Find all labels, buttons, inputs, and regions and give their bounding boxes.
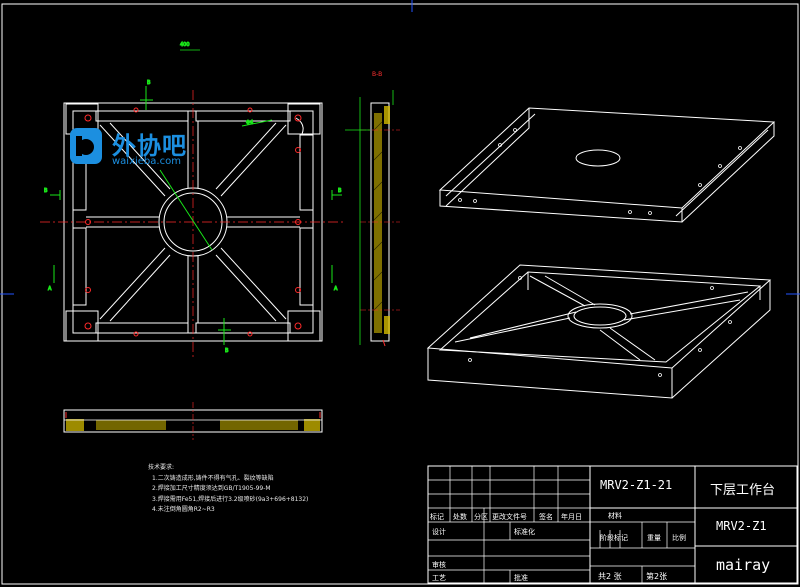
svg-text:B: B (147, 80, 151, 86)
wxb-logo-icon (70, 128, 102, 164)
centering-marks (0, 0, 800, 295)
process-label: 工艺 (432, 574, 446, 582)
notes-title: 技术要求: (148, 464, 175, 471)
svg-text:A: A (334, 286, 338, 292)
svg-text:400: 400 (180, 42, 190, 48)
note-item: 2.焊接加工尺寸精度须达到GB/T1905-99-M (152, 485, 271, 492)
sheet-number: 第2张 (646, 572, 668, 581)
svg-text:A: A (48, 286, 52, 292)
header-mark: 标记 (430, 513, 444, 521)
technical-notes: 技术要求: 1.二次铸造成形,铸件不得有气孔、裂纹等缺陷 2.焊接加工尺寸精度须… (148, 463, 309, 516)
logo-text: 外协吧 (112, 132, 187, 160)
drawing-frame (1, 3, 799, 585)
part-name: 下层工作台 (710, 483, 776, 498)
stage-label: 阶段标记 (600, 534, 628, 542)
svg-text:B: B (44, 188, 48, 194)
approve-label: 批准 (514, 574, 528, 582)
design-label: 设计 (432, 528, 446, 536)
title-block-frame (427, 465, 798, 584)
material-label: 材料 (608, 512, 622, 520)
logo-url: waixieba.com (112, 156, 181, 167)
isometric-view-top (438, 107, 776, 223)
header-count: 处数 (453, 513, 467, 521)
isometric-view-bottom (426, 264, 772, 399)
review-label: 审核 (432, 561, 446, 569)
section-label: B-B (372, 71, 382, 78)
top-view: B B A A B B 400 Φ4 (40, 42, 345, 360)
header-date: 年月日 (561, 513, 582, 521)
header-signature: 签名 (539, 513, 553, 521)
svg-text:B: B (338, 188, 342, 194)
note-item: 1.二次铸造成形,铸件不得有气孔、裂纹等缺陷 (152, 474, 274, 482)
watermark-logo: 外协吧 waixieba.com (68, 126, 218, 170)
company-name: mairay (716, 556, 771, 574)
header-zone: 分区 (474, 513, 488, 521)
standardization-label: 标准化 (514, 528, 535, 536)
header-change-doc: 更改文件号 (492, 513, 527, 521)
total-sheets: 共2 张 (598, 572, 622, 581)
section-view-bb: B-B (345, 71, 400, 347)
weight-label: 重量 (647, 534, 661, 542)
assembly-number: MRV2-Z1 (716, 519, 767, 533)
note-item: 4.未注倒角圆角R2~R3 (152, 506, 215, 513)
svg-text:Φ4: Φ4 (246, 120, 253, 126)
svg-text:B: B (225, 348, 229, 354)
note-item: 3.焊接需用Fe51,焊接后进行3.2级喷砂(9a3+696+8132) (152, 495, 309, 503)
section-view-bottom (63, 402, 323, 440)
scale-label: 比例 (672, 534, 686, 542)
drawing-number: MRV2-Z1-21 (600, 478, 673, 492)
